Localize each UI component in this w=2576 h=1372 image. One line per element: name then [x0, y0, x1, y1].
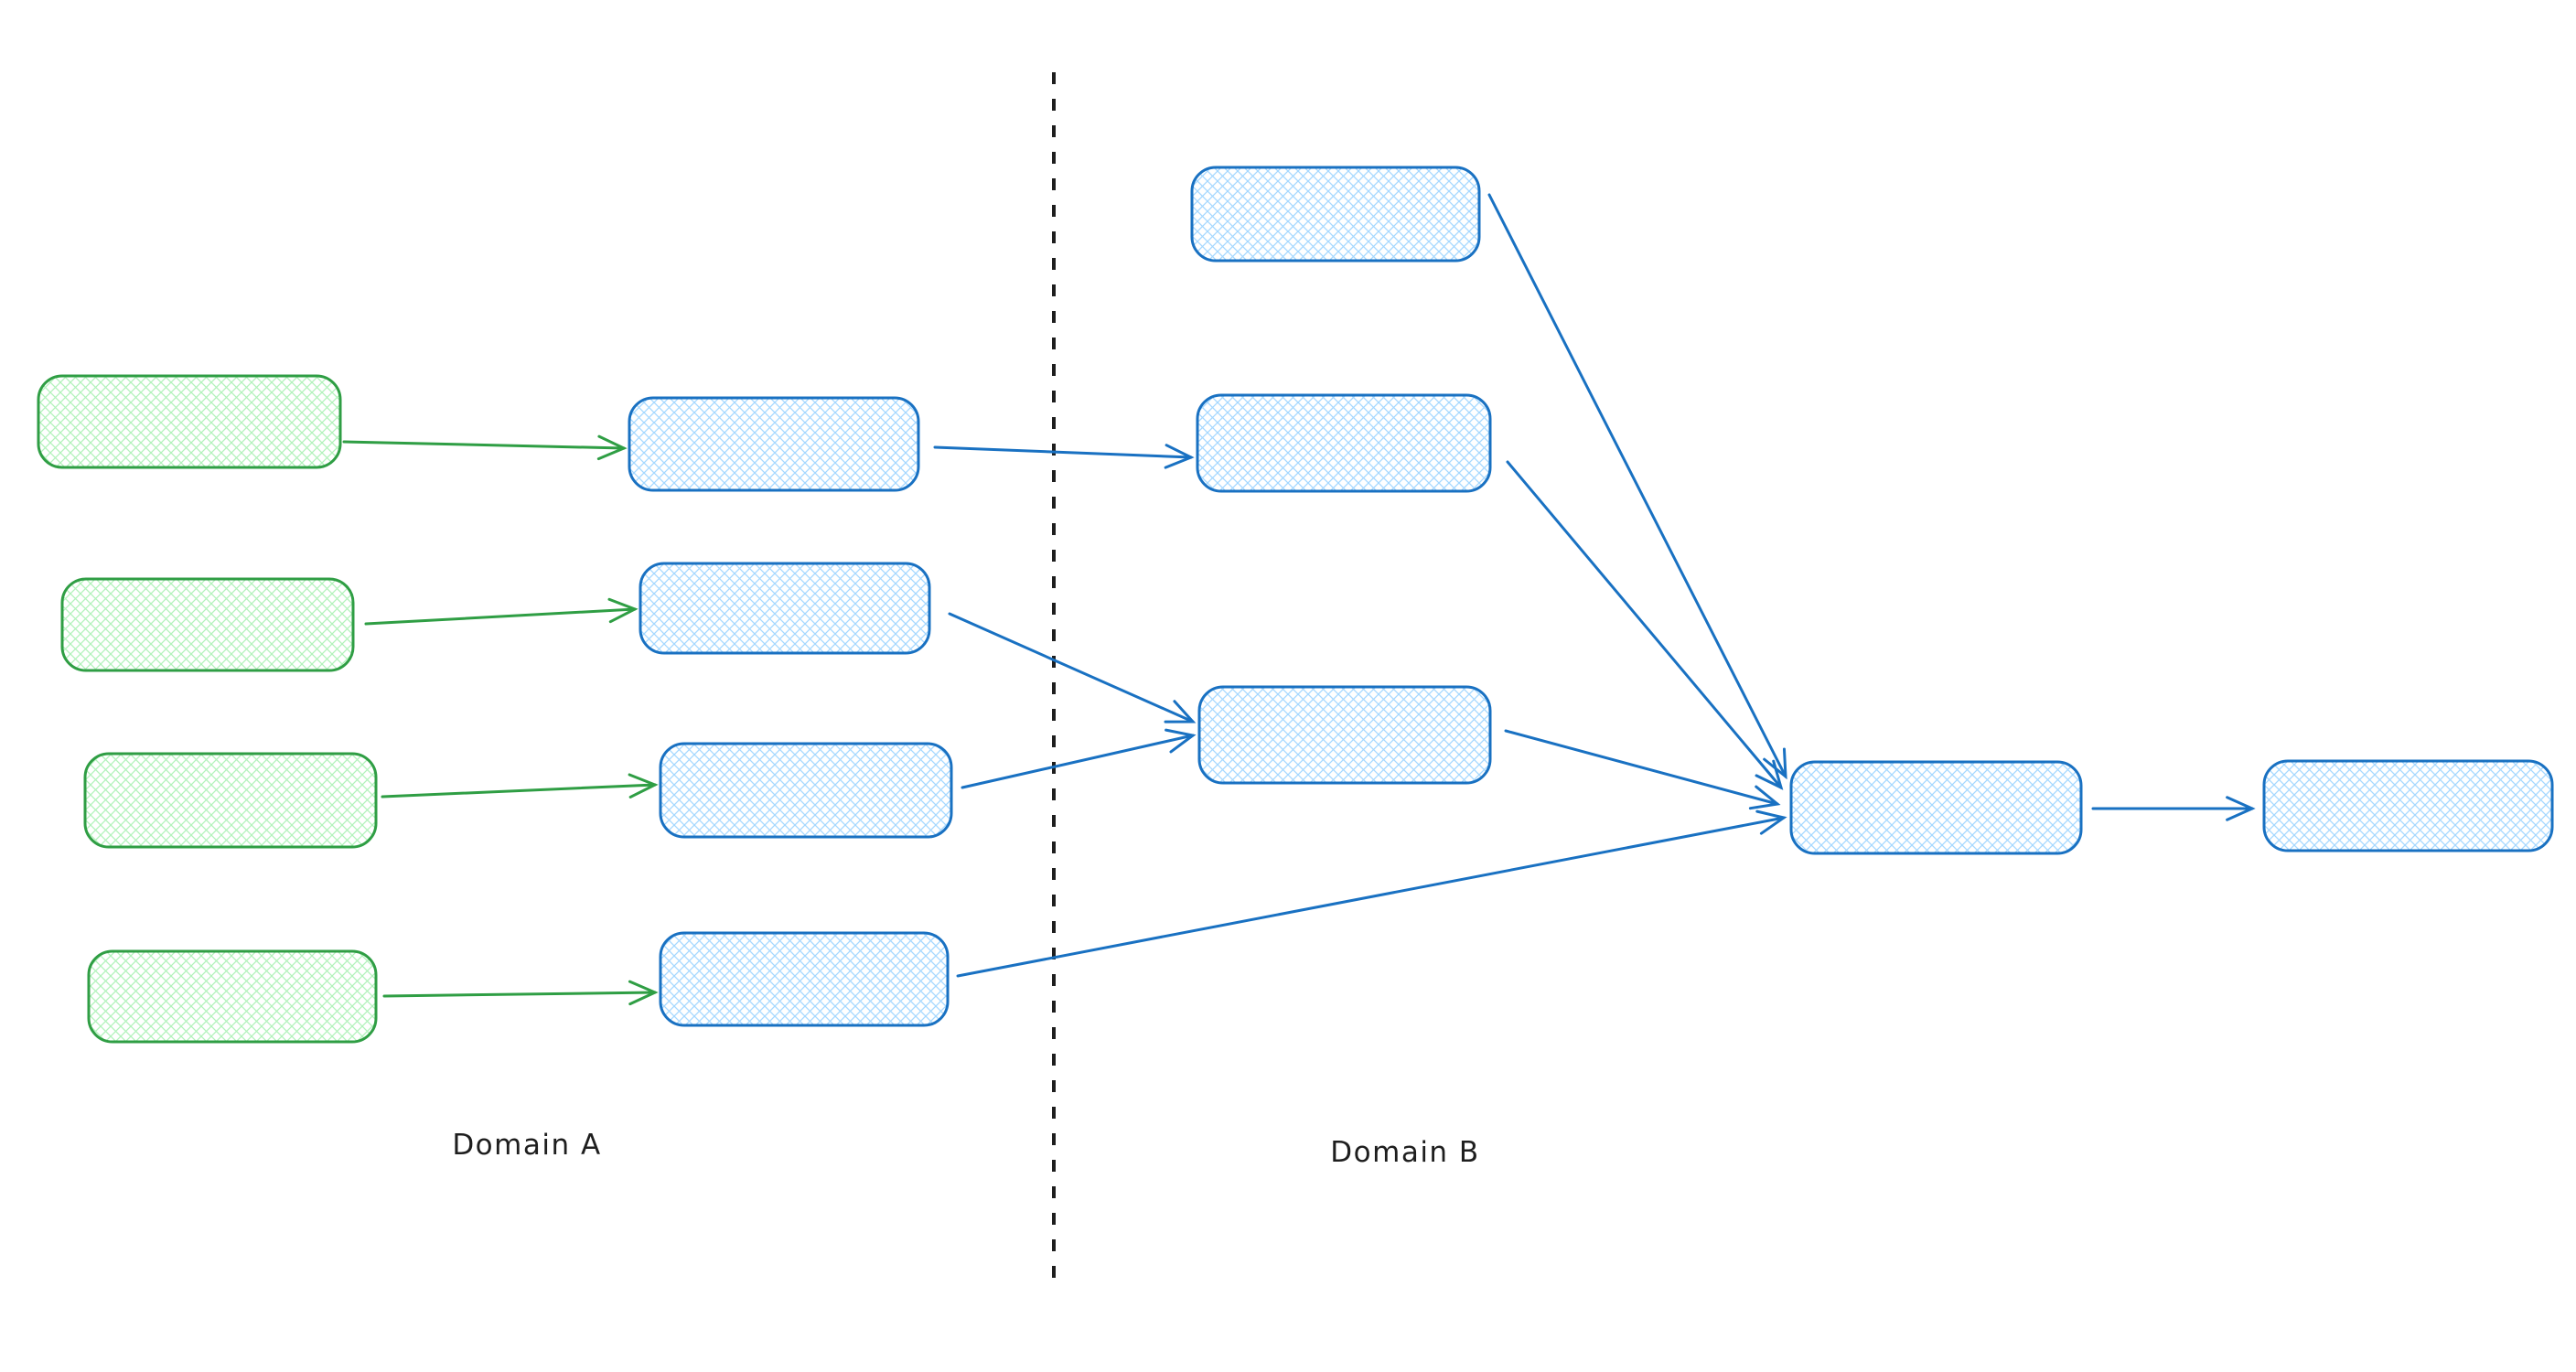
arrow-b2-to-r3 [948, 612, 1197, 724]
node-g4-green [87, 949, 378, 1044]
arrowhead-icon [1165, 728, 1197, 754]
arrowhead-icon [628, 773, 659, 799]
arrowhead-icon [1755, 809, 1787, 835]
node-r2-blue [1196, 393, 1492, 493]
arrowhead-icon [1763, 747, 1787, 780]
label-domain-a: Domain A [452, 1129, 601, 1162]
arrow-g1-to-b1 [342, 434, 628, 461]
node-b4-blue [659, 931, 950, 1027]
arrow-g4-to-b4 [382, 980, 659, 1006]
label-domain-b: Domain B [1330, 1136, 1479, 1169]
arrowhead-icon [1164, 444, 1195, 469]
node-g1-green [37, 374, 342, 469]
node-b3-blue [659, 742, 953, 839]
node-g2-green [60, 577, 355, 672]
node-f-blue [2262, 759, 2554, 852]
node-b2-blue [639, 562, 931, 655]
arrows-layer [342, 193, 2256, 1006]
arrow-shaft [956, 816, 1786, 978]
arrow-shaft [342, 440, 626, 450]
arrow-shaft [381, 783, 657, 799]
arrow-r1-to-c [1487, 193, 1787, 780]
arrow-shaft [948, 612, 1195, 724]
arrowhead-icon [607, 597, 639, 624]
arrowhead-icon [628, 980, 659, 1006]
arrowhead-icon [1748, 785, 1781, 810]
arrow-shaft [933, 445, 1193, 459]
node-c-blue [1789, 760, 2083, 855]
arrow-b1-to-r2 [933, 444, 1195, 469]
arrowhead-icon [596, 434, 628, 461]
arrow-r3-to-c [1504, 729, 1781, 810]
arrowhead-icon [1164, 700, 1197, 724]
node-r3-blue [1197, 685, 1492, 785]
arrow-b3-to-r3 [961, 728, 1197, 789]
arrowhead-icon [2226, 796, 2256, 821]
arrow-r2-to-c [1506, 460, 1784, 790]
node-b1-blue [628, 396, 920, 492]
arrow-g3-to-b3 [381, 773, 659, 799]
arrow-shaft [364, 607, 637, 626]
nodes-layer [37, 166, 2554, 1044]
arrow-shaft [961, 734, 1195, 789]
arrow-shaft [1487, 193, 1787, 778]
arrow-shaft [1504, 729, 1779, 806]
arrow-c-to-f [2091, 796, 2256, 821]
node-g3-green [83, 752, 378, 849]
node-r1-blue [1190, 166, 1481, 263]
arrow-shaft [1506, 460, 1783, 789]
arrow-shaft [382, 991, 657, 998]
arrowhead-icon [1755, 759, 1784, 790]
arrow-g2-to-b2 [364, 597, 639, 626]
arrow-b4-to-c [956, 809, 1787, 978]
